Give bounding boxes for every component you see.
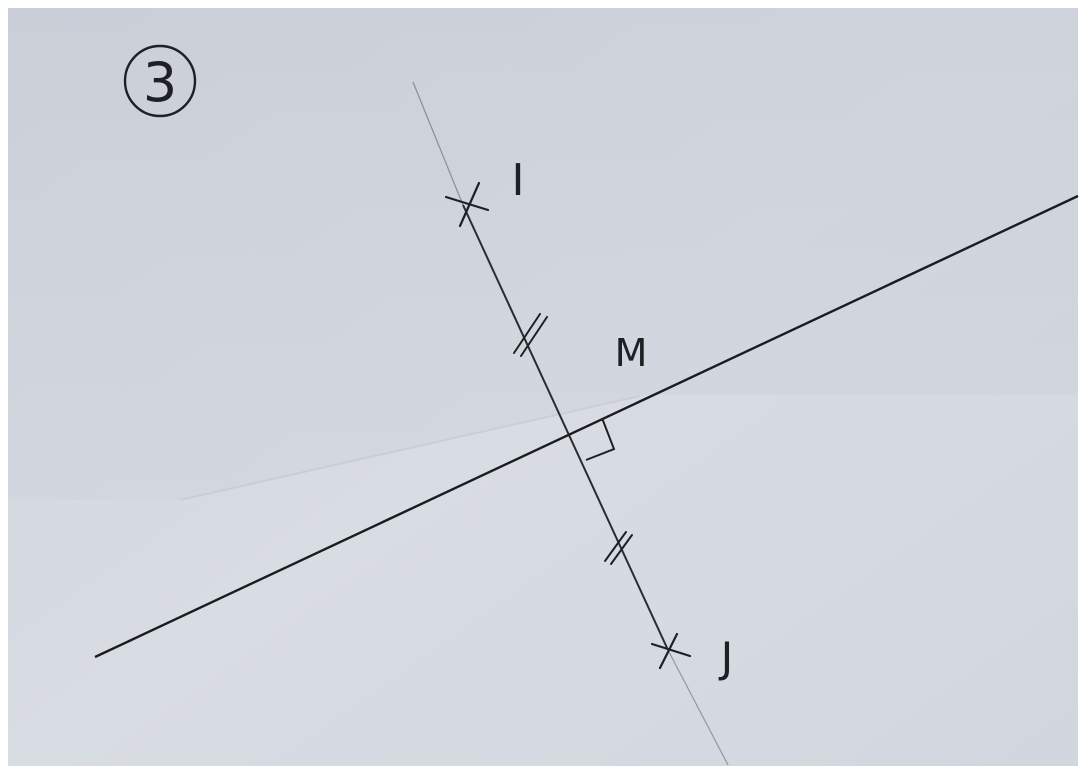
- faint-line-ij-extension-bottom: [667, 649, 729, 766]
- point-label-j: J: [718, 633, 733, 682]
- point-j-cross-mark: [650, 632, 692, 670]
- figure-number-label: 3: [143, 51, 177, 114]
- paper-fold-shadow: [8, 8, 1078, 500]
- equal-length-marks-lower: [604, 531, 633, 565]
- equal-length-marks-upper: [513, 313, 548, 357]
- point-label-m: M: [615, 331, 648, 375]
- right-angle-marker: [585, 417, 616, 461]
- point-label-i: I: [512, 155, 525, 206]
- paper-fold-crease: [179, 395, 641, 501]
- segment-ij: [462, 204, 669, 651]
- faint-line-ij-extension-top: [412, 81, 464, 206]
- perpendicular-bisector-line: [94, 194, 1079, 659]
- point-i-cross-mark: [444, 181, 490, 228]
- figure-number-circle: [123, 44, 197, 118]
